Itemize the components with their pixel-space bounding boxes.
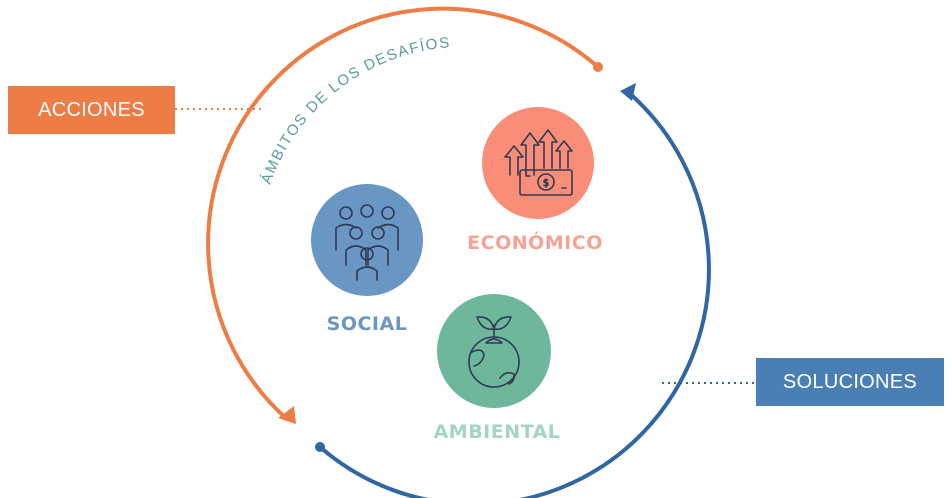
economico-label: ECONÓMICO	[467, 232, 603, 254]
arc-title-path: ÁMBITOS DE LOS DESAFÍOS	[258, 34, 450, 186]
social-circle	[311, 184, 423, 296]
acciones-box: ACCIONES	[8, 86, 175, 134]
acciones-label: ACCIONES	[38, 98, 145, 121]
ambiental-label: AMBIENTAL	[433, 421, 561, 443]
soluciones-arc-start-dot	[315, 442, 325, 452]
social-node	[311, 184, 423, 296]
money-growth-icon: $	[504, 129, 573, 196]
economico-node: $	[482, 107, 594, 219]
soluciones-arc	[318, 90, 711, 498]
soluciones-box: SOLUCIONES	[756, 358, 944, 406]
social-label: SOCIAL	[326, 313, 408, 335]
svg-text:$: $	[543, 178, 549, 189]
arc-title: ÁMBITOS DE LOS DESAFÍOS	[258, 34, 452, 186]
ambiental-circle	[437, 294, 551, 408]
globe-plant-icon	[468, 316, 520, 388]
acciones-arc-start-dot	[593, 62, 603, 72]
soluciones-label: SOLUCIONES	[782, 370, 918, 393]
ambiental-node	[437, 294, 551, 408]
acciones-arrowhead	[278, 406, 296, 424]
people-group-icon	[335, 204, 399, 281]
economico-circle	[482, 107, 594, 219]
acciones-arc	[206, 6, 600, 422]
soluciones-arrowhead	[620, 83, 636, 101]
